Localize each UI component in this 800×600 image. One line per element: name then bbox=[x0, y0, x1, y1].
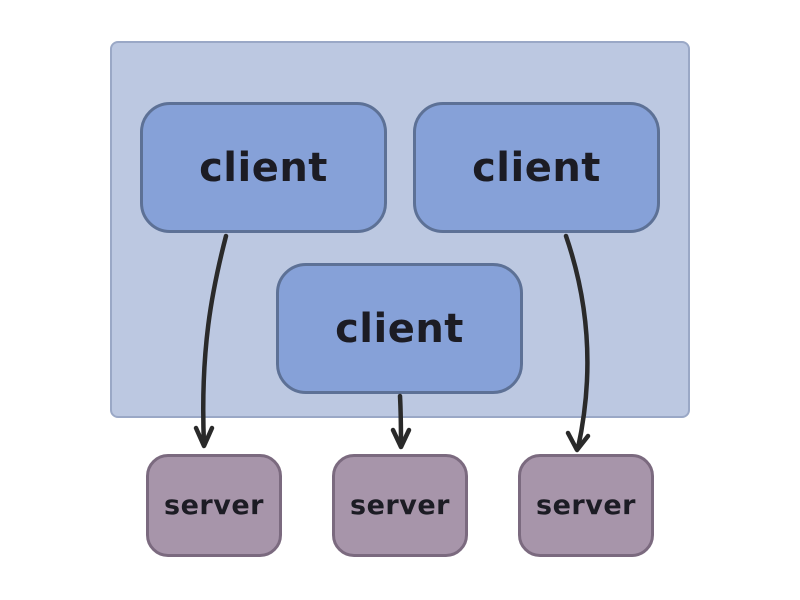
server-node-center: server bbox=[332, 454, 468, 557]
server-label: server bbox=[536, 490, 636, 521]
client-node-middle: client bbox=[276, 263, 523, 394]
client-label: client bbox=[335, 305, 464, 352]
client-node-top-left: client bbox=[140, 102, 387, 233]
arrowhead-server2 bbox=[390, 427, 412, 450]
arrowhead-server1 bbox=[193, 425, 215, 449]
server-label: server bbox=[164, 490, 264, 521]
server-node-left: server bbox=[146, 454, 282, 557]
arrowhead-server3 bbox=[565, 430, 591, 453]
client-label: client bbox=[472, 144, 601, 191]
server-label: server bbox=[350, 490, 450, 521]
client-label: client bbox=[199, 144, 328, 191]
client-node-top-right: client bbox=[413, 102, 660, 233]
server-node-right: server bbox=[518, 454, 654, 557]
